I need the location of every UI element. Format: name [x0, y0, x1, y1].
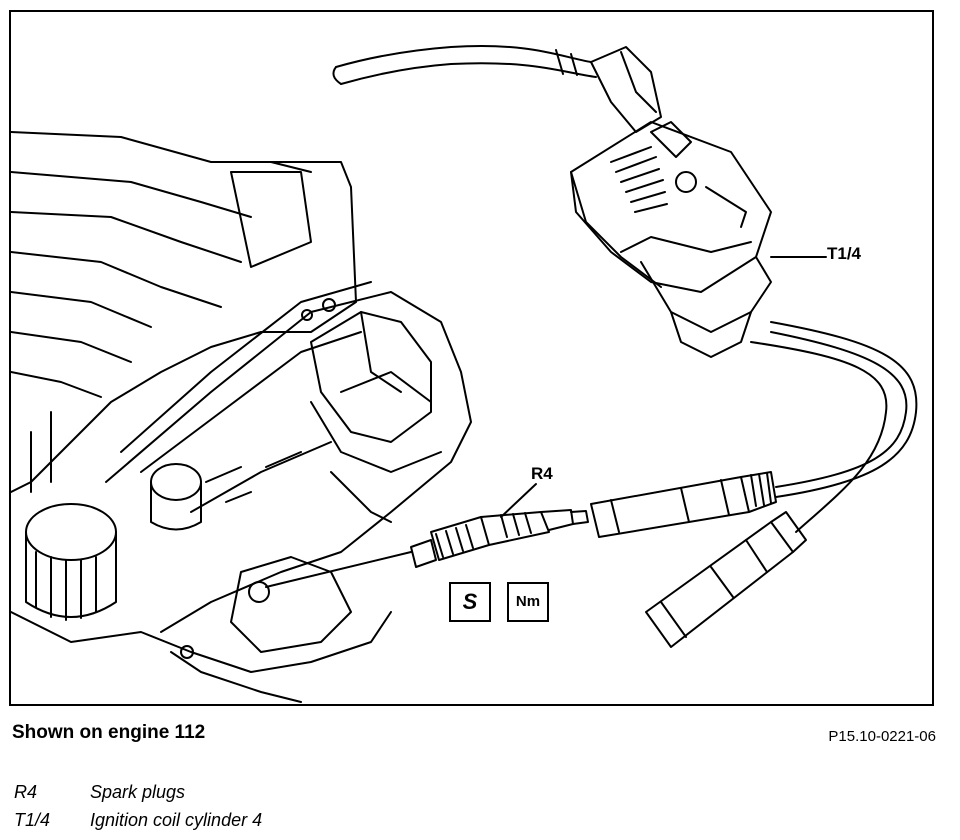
legend-row: T1/4 Ignition coil cylinder 4 [14, 806, 262, 834]
torque-symbol-icon: Nm [507, 582, 549, 622]
special-tool-symbol-icon: S [449, 582, 491, 622]
figure-id: P15.10-0221-06 [828, 728, 936, 745]
legend-code: T1/4 [14, 810, 51, 830]
legend-row: R4 Spark plugs [14, 778, 262, 806]
legend: R4 Spark plugs T1/4 Ignition coil cylinder… [14, 778, 262, 834]
diagram-frame: T1/4 R4 S Nm [9, 10, 934, 706]
legend-code: R4 [14, 782, 38, 802]
figure-caption: Shown on engine 112 [12, 722, 206, 743]
engine-illustration [11, 45, 918, 703]
callout-r4: R4 [531, 464, 553, 483]
legend-description: Ignition coil cylinder 4 [90, 810, 263, 830]
legend-description: Spark plugs [90, 782, 186, 802]
callout-t1-4: T1/4 [827, 244, 862, 263]
